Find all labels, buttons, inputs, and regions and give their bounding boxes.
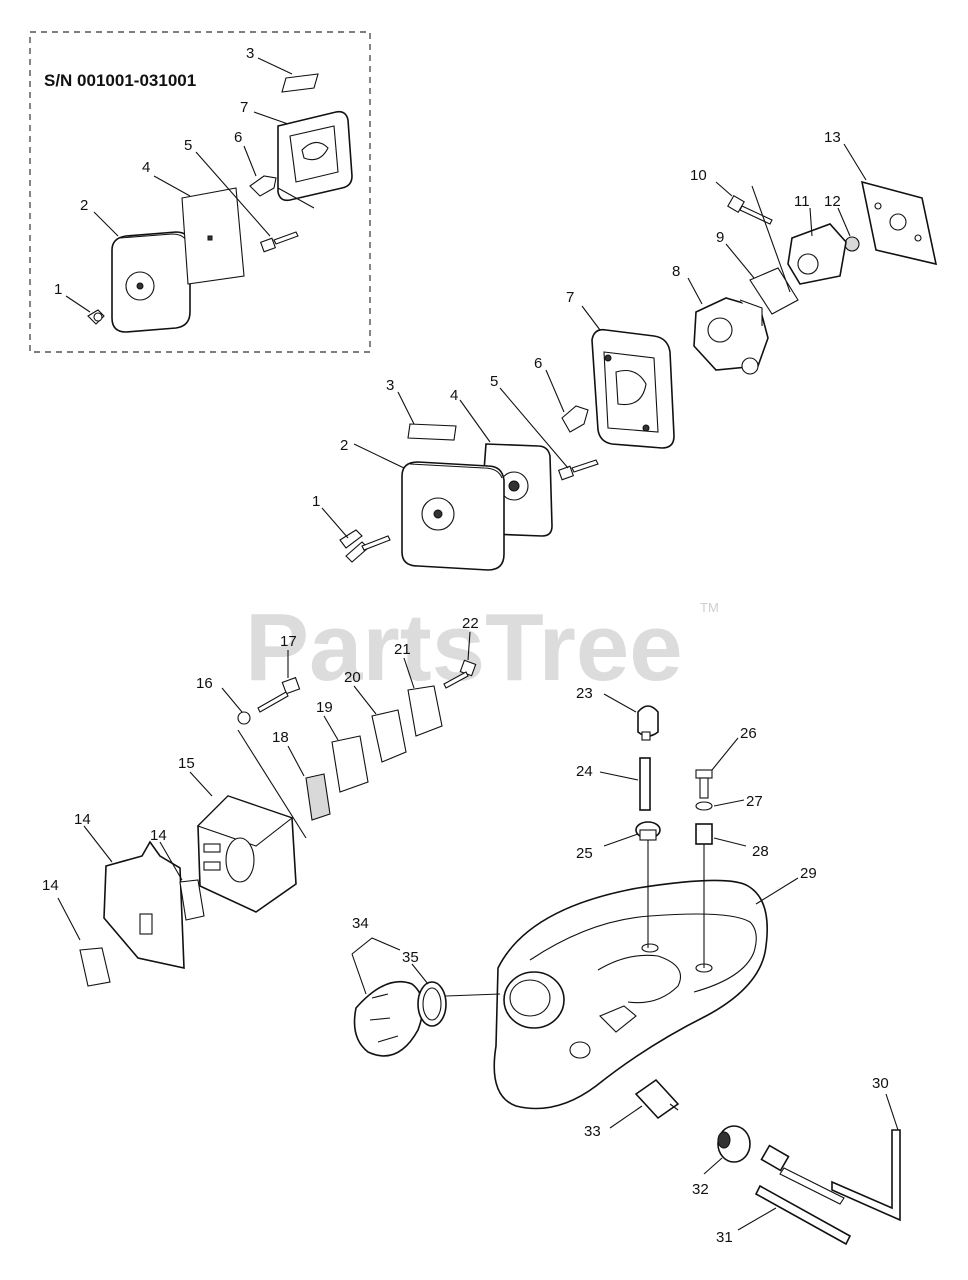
part-7-base-plate bbox=[591, 328, 675, 449]
inset-part-7-plate bbox=[277, 110, 353, 202]
inset-callout-1: 1 bbox=[54, 281, 62, 298]
part-21-gasket bbox=[371, 709, 407, 763]
part-13-gasket bbox=[860, 180, 938, 266]
part-20-plate bbox=[331, 735, 369, 793]
watermark-brand: PartsTree bbox=[245, 594, 683, 701]
part-23-screw bbox=[443, 659, 477, 689]
part-19-screen bbox=[305, 773, 331, 821]
part-12-nut bbox=[844, 236, 860, 252]
inset-part-5-bolt bbox=[259, 231, 299, 253]
callout-28: 27 bbox=[746, 793, 763, 810]
inset-part-6-bracket bbox=[249, 175, 277, 197]
part-10-screw bbox=[727, 195, 773, 225]
part-34-fitting bbox=[634, 1078, 680, 1120]
callout-34: 33 bbox=[584, 1123, 601, 1140]
part-22-gasket bbox=[407, 685, 443, 737]
callout-8: 8 bbox=[672, 263, 680, 280]
fuel-tank-assembly: 23 24 25 26 27 28 29 34 35 33 32 30 31 bbox=[351, 685, 901, 1246]
inset-callout-6: 6 bbox=[234, 129, 242, 146]
part-31-return-tube bbox=[831, 1129, 901, 1222]
callout-22: 21 bbox=[394, 641, 411, 658]
tank-filler-neck bbox=[503, 971, 565, 1029]
callout-19: 18 bbox=[272, 729, 289, 746]
callout-17: 16 bbox=[196, 675, 213, 692]
part-27-screw bbox=[695, 769, 713, 799]
inset-serial-label: S/N 001001-031001 bbox=[44, 71, 196, 90]
callout-33: 32 bbox=[692, 1181, 709, 1198]
part-25-pipe bbox=[639, 757, 651, 811]
callout-6: 6 bbox=[534, 355, 542, 372]
inset-callout-4: 4 bbox=[142, 159, 150, 176]
callout-36: 35 bbox=[402, 949, 419, 966]
inset-part-1-wing-nut bbox=[87, 309, 105, 325]
fuel-line-with-filter bbox=[760, 1144, 845, 1205]
part-3-label bbox=[407, 423, 457, 441]
air-cleaner-assembly: 13 10 11 12 9 8 7 6 5 4 3 2 1 bbox=[312, 129, 938, 571]
inset-callout-2: 2 bbox=[80, 197, 88, 214]
part-5-bolt bbox=[557, 459, 599, 481]
callout-9: 9 bbox=[716, 229, 724, 246]
part-15-heat-shield bbox=[103, 840, 185, 970]
inset-callout-3: 3 bbox=[246, 45, 254, 62]
part-33-grommet bbox=[717, 1125, 751, 1163]
inset-border bbox=[29, 31, 371, 353]
part-32-fuel-line bbox=[754, 1184, 852, 1246]
callout-1: 1 bbox=[312, 493, 320, 510]
callout-20: 19 bbox=[316, 699, 333, 716]
inset-group: S/N 001001-031001 bbox=[29, 31, 371, 353]
inset-part-4-filter bbox=[181, 187, 245, 285]
part-18-bolt bbox=[257, 676, 301, 713]
part-9-gasket bbox=[749, 267, 799, 315]
callout-10: 10 bbox=[690, 167, 707, 184]
part-14-gasket-upper bbox=[179, 879, 205, 921]
callout-21: 20 bbox=[344, 669, 361, 686]
callout-15: 14 bbox=[74, 811, 91, 828]
watermark-trademark: TM bbox=[700, 600, 719, 615]
callout-5: 5 bbox=[490, 373, 498, 390]
callout-11: 11 bbox=[794, 193, 810, 210]
callout-26: 25 bbox=[576, 845, 593, 862]
callout-12: 12 bbox=[824, 193, 841, 210]
callout-25: 24 bbox=[576, 763, 593, 780]
inset-part-3-label bbox=[281, 73, 319, 93]
callout-18: 17 bbox=[280, 633, 297, 650]
callout-35: 34 bbox=[352, 915, 369, 932]
callout-27: 26 bbox=[740, 725, 757, 742]
callout-7: 7 bbox=[566, 289, 574, 306]
callout-30: 29 bbox=[800, 865, 817, 882]
inset-part-2-cover bbox=[111, 231, 191, 333]
callout-24: 23 bbox=[576, 685, 593, 702]
part-2-cover bbox=[401, 461, 505, 571]
part-16-muffler bbox=[196, 795, 297, 913]
callout-2: 2 bbox=[340, 437, 348, 454]
part-30-fuel-tank bbox=[493, 879, 768, 1110]
inset-callout-7: 7 bbox=[240, 99, 248, 116]
part-14-gasket-lower bbox=[79, 947, 111, 987]
part-29-collar bbox=[695, 823, 713, 845]
callout-14-lower: 14 bbox=[42, 877, 59, 894]
callout-13: 13 bbox=[824, 129, 841, 146]
muffler-assembly: 22 21 20 19 18 17 16 15 14 14 14 bbox=[42, 615, 479, 987]
part-17-washer bbox=[237, 711, 251, 725]
callout-3: 3 bbox=[386, 377, 394, 394]
callout-23: 22 bbox=[462, 615, 479, 632]
part-28-washer bbox=[695, 801, 713, 811]
part-35-fuel-cap bbox=[353, 980, 424, 1057]
part-6-bracket bbox=[561, 405, 589, 433]
inset-callout-5: 5 bbox=[184, 137, 192, 154]
callout-4: 4 bbox=[450, 387, 458, 404]
callout-29: 28 bbox=[752, 843, 769, 860]
callout-14-upper: 14 bbox=[150, 827, 167, 844]
callout-31: 30 bbox=[872, 1075, 889, 1092]
part-11-adapter bbox=[787, 223, 847, 285]
callout-16: 15 bbox=[178, 755, 195, 772]
part-8-carburetor bbox=[693, 297, 769, 375]
callout-32: 31 bbox=[716, 1229, 733, 1246]
part-1-wing-bolt bbox=[339, 529, 391, 563]
